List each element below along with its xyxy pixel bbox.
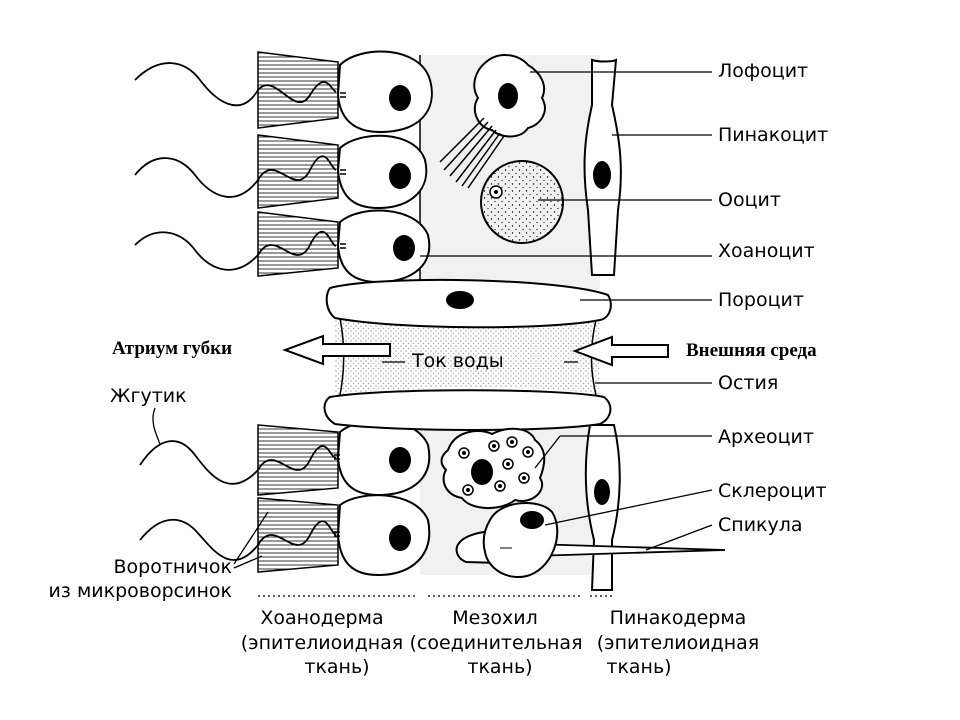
leader-lines: [152, 71, 713, 569]
layer-label-mesohyl-line3: ткань): [467, 656, 533, 678]
collar-microvilli: [257, 51, 339, 573]
label-outer-env: Внешняя среда: [686, 340, 817, 361]
label-porocyte: Пороцит: [718, 289, 804, 311]
label-ostium: Остия: [718, 372, 779, 394]
pinacocyte-cell: [593, 161, 611, 505]
label-collar-line2: из микроворсинок: [48, 580, 232, 602]
label-flagellum: Жгутик: [110, 385, 187, 407]
label-water-flow: Ток воды: [412, 350, 504, 372]
layer-label-pinacoderm-line2: (эпителиоидная: [596, 632, 760, 654]
layer-label-mesohyl-line2: (соединительная: [409, 632, 583, 654]
label-oocyte: Ооцит: [718, 189, 781, 211]
label-atrium: Атриум губки: [112, 338, 233, 359]
label-pinacocyte: Пинакоцит: [718, 124, 829, 146]
porocyte-ostium: [323, 278, 612, 431]
oocyte-cell: [480, 160, 564, 244]
label-sclerocyte: Склероцит: [718, 480, 827, 502]
label-choanocyte: Хоаноцит: [718, 240, 815, 262]
choanocyte-cells: [336, 50, 433, 577]
layer-label-pinacoderm-name: Пинакодерма: [609, 607, 747, 629]
sclerocyte-cell: [482, 501, 559, 578]
archaeocyte-cell: [440, 427, 546, 509]
label-collar-line1: Воротничок: [113, 556, 232, 578]
basal-body-marks: [334, 92, 346, 537]
lophocyte-cell: [439, 54, 546, 189]
layer-label-mesohyl-name: Мезохил: [452, 607, 538, 629]
label-lophocyte: Лофоцит: [718, 60, 809, 82]
label-archaeocyte: Археоцит: [718, 426, 814, 448]
choanocyte-nuclei: [389, 85, 415, 551]
layer-label-choanoderm-line3: ткань): [304, 656, 370, 678]
layer-label-choanoderm-line2: (эпителиоидная: [240, 632, 404, 654]
label-spicule: Спикула: [718, 514, 803, 536]
layer-label-choanoderm-name: Хоанодерма: [260, 607, 384, 629]
layer-label-pinacoderm-line3: ткань): [606, 656, 672, 678]
water-flow-arrows: [282, 334, 669, 367]
